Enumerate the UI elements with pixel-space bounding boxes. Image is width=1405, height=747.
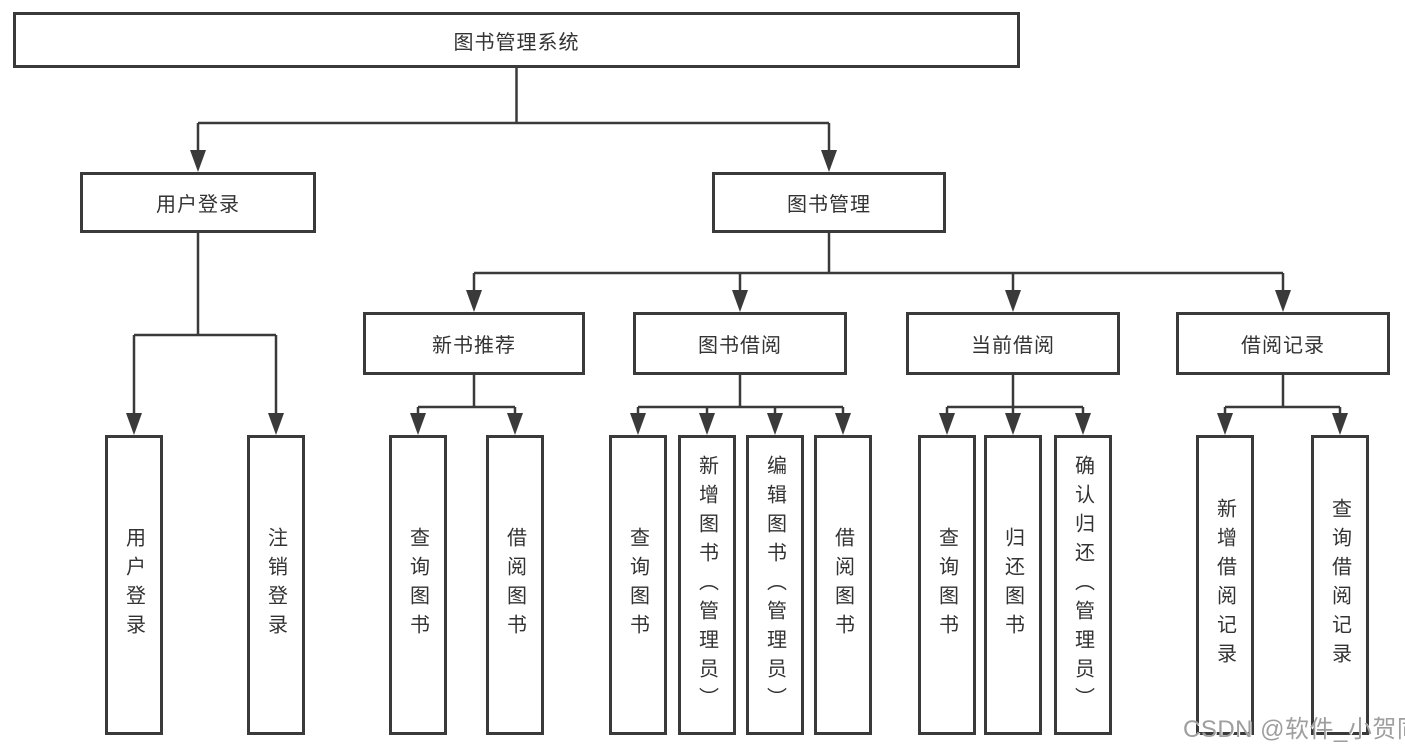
node-current-borrowing: 当前借阅 bbox=[906, 312, 1120, 375]
leaf-logout: 注销登录 bbox=[247, 435, 305, 735]
leaf-query-borrow-record: 查询借阅记录 bbox=[1311, 435, 1369, 735]
leaf-add-book-admin: 新增图书（管理员） bbox=[678, 435, 736, 735]
node-new-book-recommend: 新书推荐 bbox=[363, 312, 585, 375]
node-user-login: 用户登录 bbox=[80, 172, 316, 233]
leaf-confirm-return-admin: 确认归还（管理员） bbox=[1054, 435, 1112, 735]
node-borrowing-records: 借阅记录 bbox=[1176, 312, 1390, 375]
leaf-recommend-query-books: 查询图书 bbox=[389, 435, 447, 735]
node-book-management: 图书管理 bbox=[712, 172, 946, 233]
node-library-management-system: 图书管理系统 bbox=[13, 12, 1020, 68]
leaf-return-book: 归还图书 bbox=[984, 435, 1042, 735]
leaf-user-login: 用户登录 bbox=[105, 435, 163, 735]
leaf-borrowing-query-books: 查询图书 bbox=[609, 435, 667, 735]
node-book-borrowing: 图书借阅 bbox=[633, 312, 847, 375]
leaf-add-borrow-record: 新增借阅记录 bbox=[1196, 435, 1254, 735]
leaf-current-query-books: 查询图书 bbox=[918, 435, 976, 735]
leaf-borrowing-borrow-books: 借阅图书 bbox=[814, 435, 872, 735]
leaf-recommend-borrow-books: 借阅图书 bbox=[486, 435, 544, 735]
csdn-watermark: CSDN @软件_小贺同学 bbox=[1183, 716, 1405, 743]
leaf-edit-book-admin: 编辑图书（管理员） bbox=[746, 435, 804, 735]
